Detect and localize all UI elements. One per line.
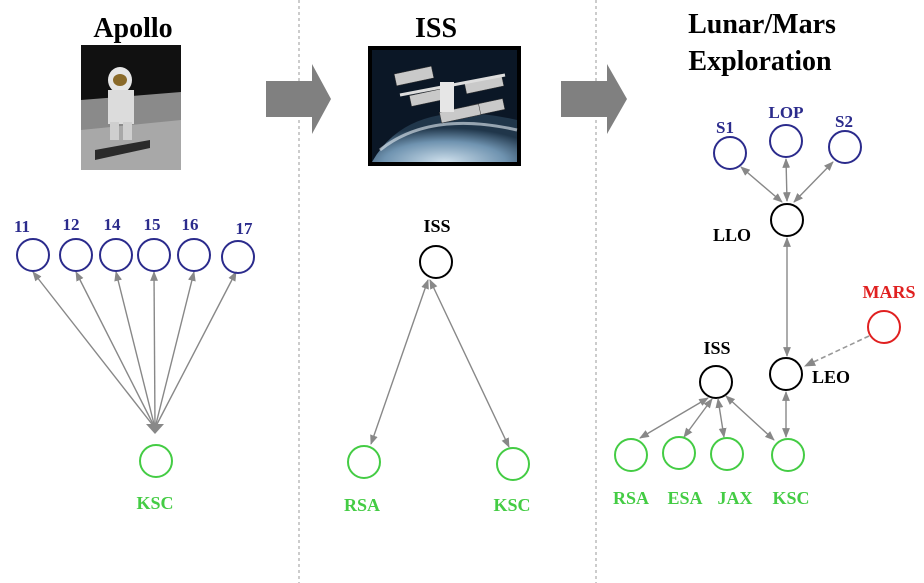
exploration-title-line1: Lunar/Mars — [688, 9, 836, 40]
ground-node-ksc — [771, 438, 805, 472]
surface-node-s2 — [828, 130, 862, 164]
mission-label-15: 15 — [144, 215, 161, 234]
iss-edge-ksc — [429, 279, 510, 448]
iss-rsa-node — [347, 445, 381, 479]
iss-photo — [368, 46, 521, 166]
surface-node-s1 — [713, 136, 747, 170]
apollo-ksc-node — [139, 444, 173, 478]
mission-node-15 — [137, 238, 171, 272]
edge-llo-s1 — [740, 166, 783, 203]
surface-label-s2: S2 — [835, 112, 853, 131]
mission-label-17: 17 — [236, 219, 254, 238]
ground-label-esa: ESA — [667, 488, 702, 508]
mars-label: MARS — [863, 282, 916, 302]
iss-station-label: ISS — [423, 216, 450, 236]
apollo-photo — [81, 45, 181, 170]
ground-label-ksc: KSC — [772, 488, 809, 508]
surface-label-s1: S1 — [716, 118, 734, 137]
ground-node-jax — [710, 437, 744, 471]
iss-title: ISS — [415, 13, 457, 44]
mission-label-12: 12 — [63, 215, 80, 234]
mission-node-17 — [221, 240, 255, 274]
mission-node-16 — [177, 238, 211, 272]
llo-label: LLO — [713, 225, 751, 245]
llo-node — [770, 203, 804, 237]
transition-arrow-1 — [266, 64, 331, 134]
exploration-iss-node — [699, 365, 733, 399]
surface-node-lop — [769, 124, 803, 158]
apollo-hub-arrowheads — [146, 424, 164, 434]
apollo-edges — [32, 271, 237, 429]
leo-node — [769, 357, 803, 391]
ground-node-esa — [662, 436, 696, 470]
apollo-ksc-label: KSC — [136, 493, 173, 513]
iss-ksc-label: KSC — [493, 495, 530, 515]
mission-node-11 — [16, 238, 50, 272]
surface-label-lop: LOP — [769, 103, 804, 122]
mars-node — [867, 310, 901, 344]
iss-station-node — [419, 245, 453, 279]
exploration-title-line2: Exploration — [688, 46, 832, 77]
iss-ksc-node — [496, 447, 530, 481]
apollo-title: Apollo — [93, 13, 172, 44]
ground-label-rsa: RSA — [613, 488, 649, 508]
ground-label-jax: JAX — [718, 488, 753, 508]
transition-arrow-2 — [561, 64, 627, 134]
edge-llo-s2 — [793, 161, 834, 203]
iss-edge-rsa — [370, 279, 429, 445]
mission-label-11: 11 — [14, 217, 30, 236]
leo-label: LEO — [812, 367, 850, 387]
iss-rsa-label: RSA — [344, 495, 380, 515]
iss-ground-edges — [639, 395, 775, 441]
ground-node-rsa — [614, 438, 648, 472]
edge-mars-leo — [803, 335, 870, 367]
mission-node-14 — [99, 238, 133, 272]
edge-llo-lop — [782, 158, 791, 202]
mission-node-12 — [59, 238, 93, 272]
mission-label-16: 16 — [182, 215, 199, 234]
mission-label-14: 14 — [104, 215, 122, 234]
apollo-mission-nodes — [16, 238, 255, 274]
exploration-iss-label: ISS — [703, 338, 730, 358]
